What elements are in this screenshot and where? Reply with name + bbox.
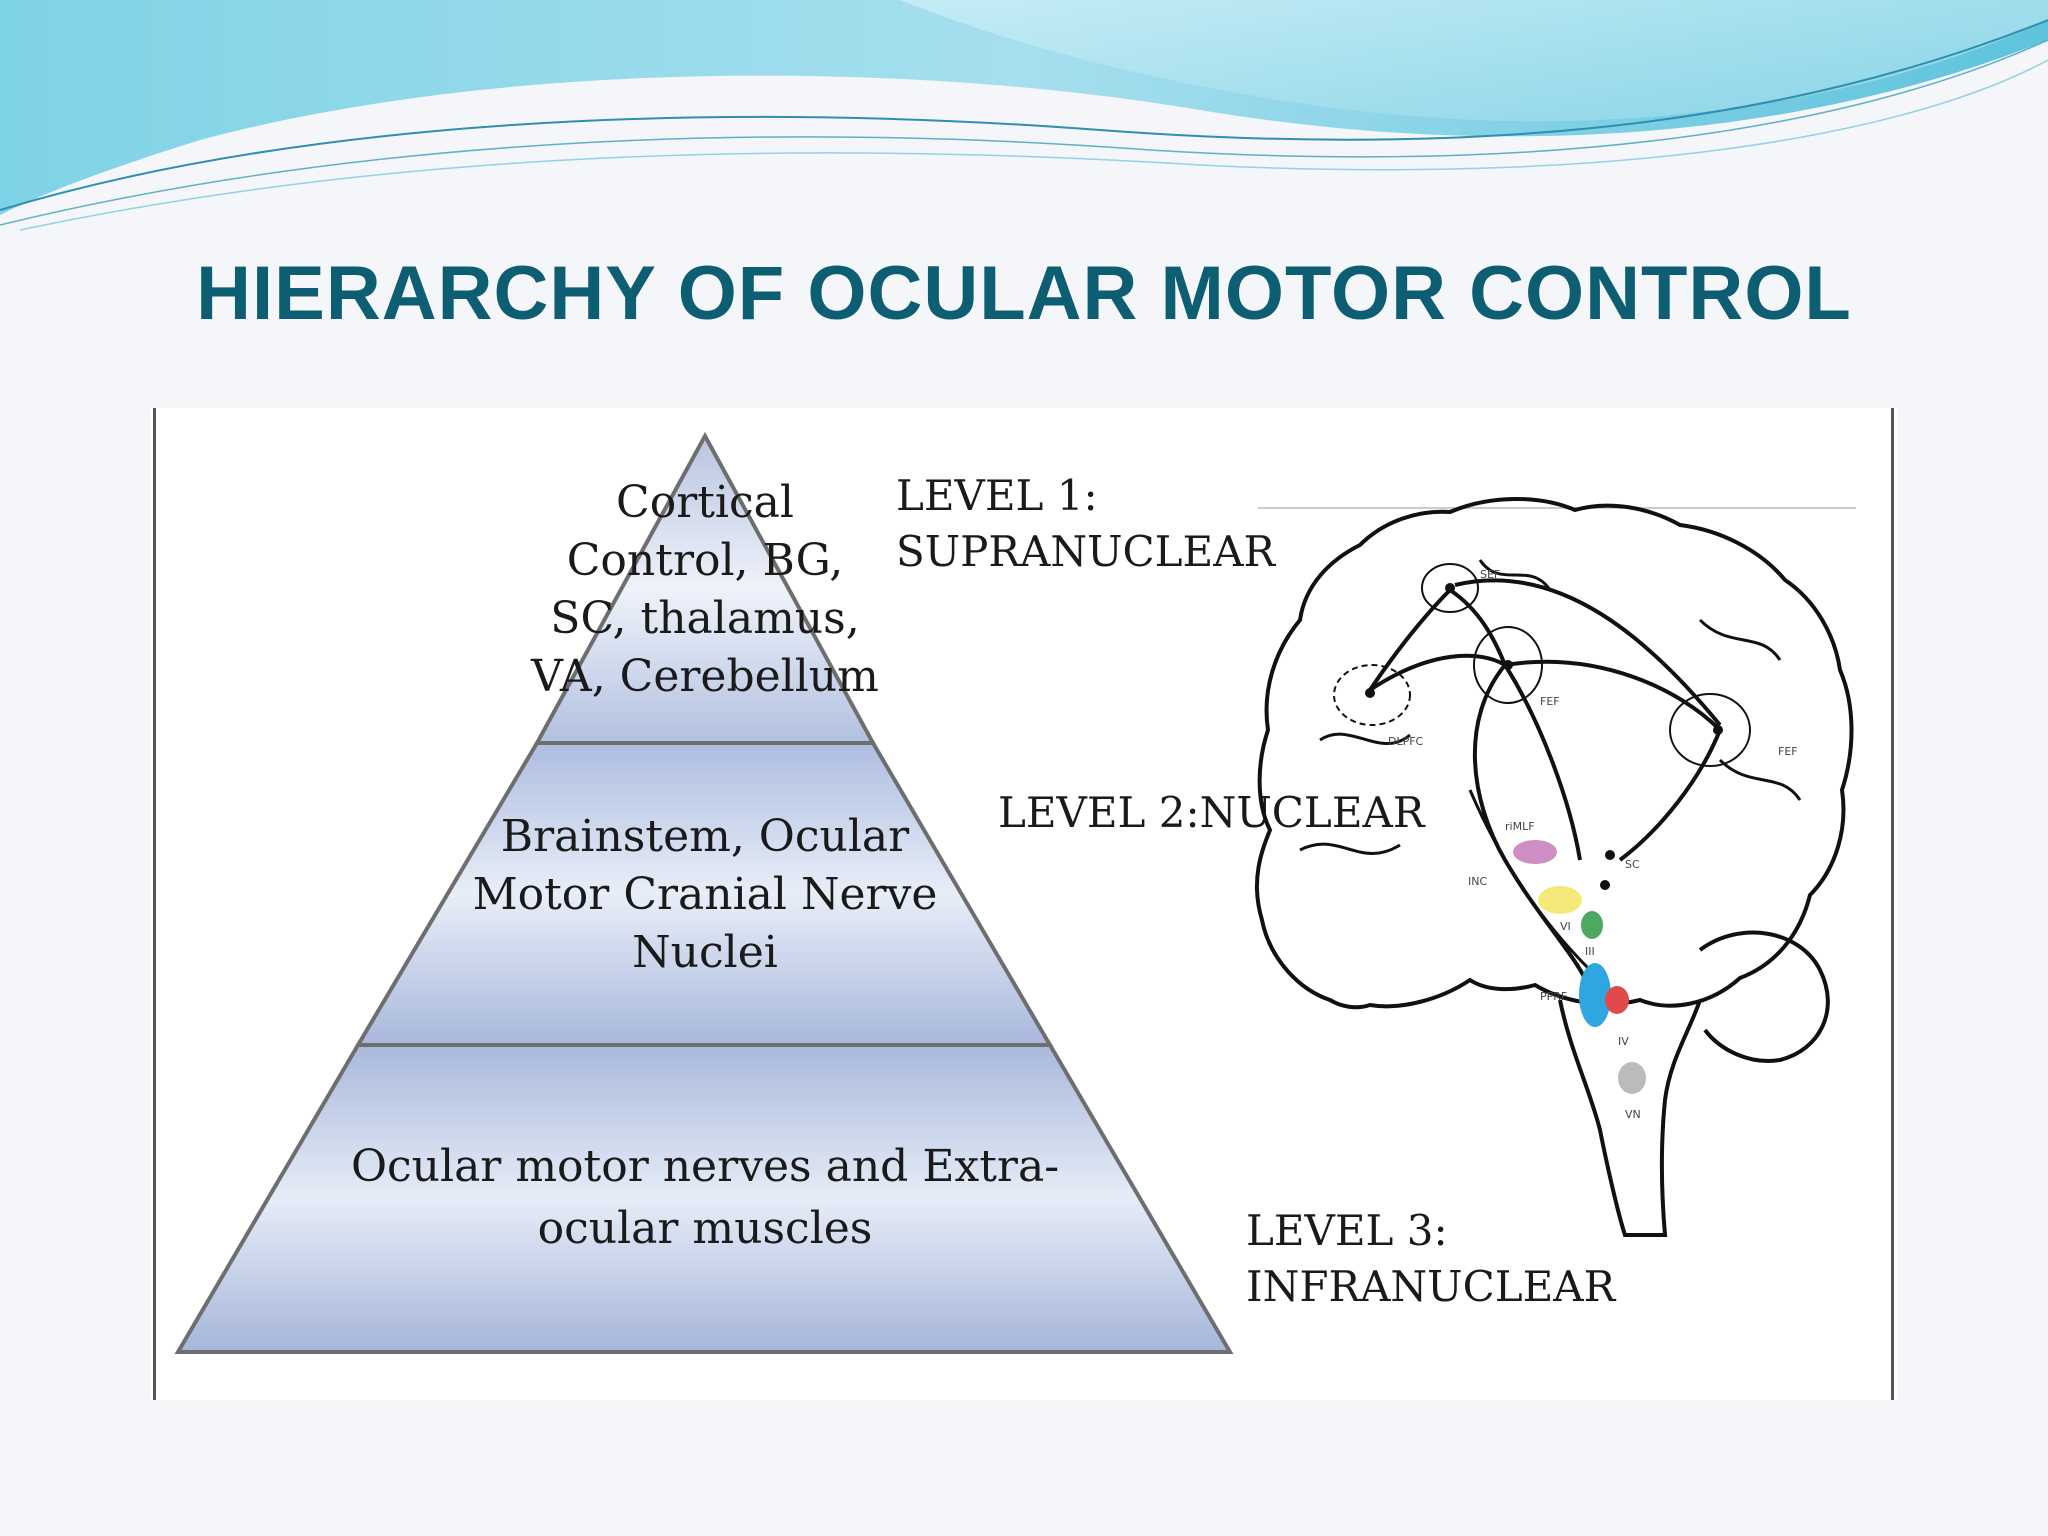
tier-top-line: Control, BG, (566, 535, 844, 586)
cerebellum (1698, 930, 1830, 1063)
tier-bottom-line: Ocular motor nerves and Extra- (350, 1141, 1060, 1192)
brain-label: INC (1468, 875, 1487, 888)
brain-label: III (1585, 945, 1595, 958)
brain-outline (1254, 497, 1854, 1010)
sef-region (1421, 563, 1479, 613)
level-1-name: SUPRANUCLEAR (896, 527, 1276, 576)
brain-label: VN (1625, 1108, 1641, 1121)
figure-left-border (153, 408, 156, 1400)
level-2-label: LEVEL 2:NUCLEAR (998, 785, 1424, 841)
vn-nucleus (1618, 1062, 1646, 1094)
tier-top-line: SC, thalamus, (550, 593, 860, 644)
pyramid-tier-middle-text: Brainstem, Ocular Motor Cranial Nerve Nu… (430, 808, 980, 982)
inc-nucleus (1538, 886, 1582, 914)
brain-label: VI (1560, 920, 1571, 933)
dlpfc-region (1333, 664, 1411, 726)
brain-label: riMLF (1505, 820, 1535, 833)
vi-nucleus (1605, 986, 1629, 1014)
brain-label: IV (1618, 1035, 1629, 1048)
brain-label: SC (1625, 858, 1640, 871)
figure-right-border (1891, 408, 1894, 1400)
brain-label: FEF (1778, 745, 1798, 758)
level-3-label: LEVEL 3: INFRANUCLEAR (1246, 1203, 1615, 1315)
level-3-title: LEVEL 3: (1246, 1206, 1448, 1255)
tier-top-line: VA, Cerebellum (531, 651, 879, 702)
brainstem (1558, 999, 1702, 1237)
level-1-title: LEVEL 1: (896, 471, 1098, 520)
tier-middle-line: Motor Cranial Nerve (472, 869, 938, 920)
brain-label: FEF (1540, 695, 1560, 708)
tier-middle-line: Brainstem, Ocular (500, 811, 910, 862)
brain-label: SEF (1480, 568, 1500, 581)
rimlf-nucleus (1513, 840, 1557, 864)
level-3-name: INFRANUCLEAR (1246, 1262, 1616, 1311)
tier-middle-line: Nuclei (632, 927, 778, 978)
brain-label: DLPFC (1388, 735, 1424, 748)
tier-bottom-line: ocular muscles (537, 1203, 873, 1254)
level-1-label: LEVEL 1: SUPRANUCLEAR (896, 468, 1275, 580)
slide-title: HIERARCHY OF OCULAR MOTOR CONTROL (196, 251, 1852, 336)
iii-nucleus (1581, 911, 1603, 939)
pprf-nucleus (1579, 963, 1611, 1027)
brain-label: PPRF (1540, 990, 1567, 1003)
fef-region-1 (1473, 626, 1543, 704)
tier-top-line: Cortical (616, 477, 794, 528)
pyramid-tier-bottom-text: Ocular motor nerves and Extra- ocular mu… (330, 1136, 1080, 1260)
pyramid-tier-top-text: Cortical Control, BG, SC, thalamus, VA, … (505, 474, 905, 706)
pyramid-tier-bottom (174, 1043, 1234, 1354)
level-2-title: LEVEL 2:NUCLEAR (998, 788, 1425, 837)
fef-region-2 (1669, 693, 1751, 767)
